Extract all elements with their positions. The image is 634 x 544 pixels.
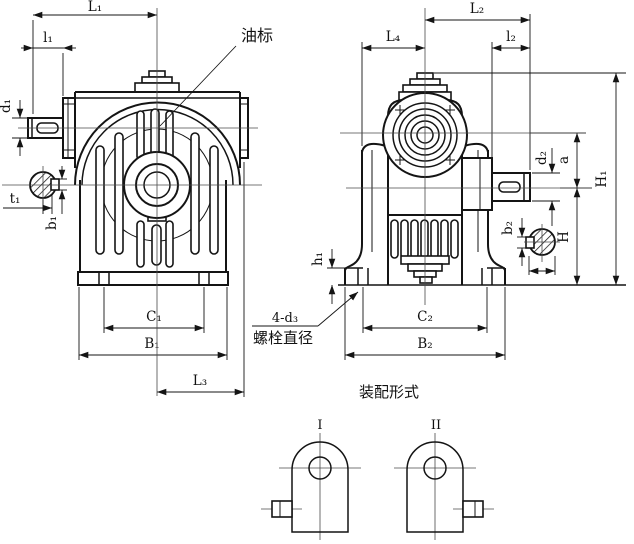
centerlines xyxy=(2,8,592,396)
assembly-1-bore xyxy=(308,456,332,480)
dim-label-l1: l₁ xyxy=(43,30,53,46)
dim-label-B2: B₂ xyxy=(417,336,432,352)
cover-bolt-marks xyxy=(395,105,455,165)
dim-label-L2: L₂ xyxy=(470,1,484,17)
dim-label-L3: L₃ xyxy=(193,373,207,389)
oil-gauge-label: 油标 xyxy=(241,26,273,45)
assembly-view-2-label: II xyxy=(431,418,441,433)
side-view-dimensions: L₂ L₄ l₂ H₁ a H d₂ xyxy=(252,1,626,360)
base-flange xyxy=(77,271,229,286)
dim-label-l2: l₂ xyxy=(506,29,516,45)
assembly-view-1: I xyxy=(261,418,361,540)
output-shaft-keyway xyxy=(498,181,521,193)
front-view-dimensions: L₁ l₁ d₁ t₁ b₁ xyxy=(0,0,273,397)
side-view-body xyxy=(338,72,626,286)
front-view-body xyxy=(27,70,249,286)
assembly-1-body xyxy=(291,441,349,533)
dim-label-C2: C₂ xyxy=(417,309,433,325)
dim-label-t1: t₁ xyxy=(10,191,21,207)
dim-label-b2: b₂ xyxy=(500,221,516,235)
dim-label-H: H xyxy=(556,231,572,243)
dim-label-C1: C₁ xyxy=(146,309,162,325)
front-view: L₁ l₁ d₁ t₁ b₁ xyxy=(0,0,273,397)
dim-label-B1: B₁ xyxy=(144,336,159,352)
assembly-view-1-label: I xyxy=(317,418,322,433)
bolt-callout-leader xyxy=(317,291,359,327)
bolt-callout-caption: 螺栓直径 xyxy=(253,329,313,347)
dim-label-d1: d₁ xyxy=(0,99,14,113)
bottom-fins xyxy=(388,214,462,259)
dim-label-L4: L₄ xyxy=(386,29,400,45)
assembly-1-shaft xyxy=(271,500,293,518)
assembly-2-shaft xyxy=(462,500,484,518)
dim-label-d2: d₂ xyxy=(534,151,550,165)
dim-label-b1: b₁ xyxy=(44,216,60,230)
oil-gauge-leader xyxy=(159,45,237,127)
dim-label-L1: L₁ xyxy=(88,0,102,15)
dim-label-h1: h₁ xyxy=(310,252,326,266)
output-key xyxy=(525,236,535,249)
assembly-title: 装配形式 xyxy=(359,383,419,401)
dim-label-a: a xyxy=(556,156,572,164)
bolt-callout-size: 4-d₃ xyxy=(272,311,298,326)
output-bearing-housing xyxy=(461,157,493,211)
assembly-2-body xyxy=(406,441,464,533)
assembly-2-bore xyxy=(423,456,447,480)
assembly-views: 装配形式 I II xyxy=(261,383,494,540)
input-key xyxy=(50,178,60,191)
side-view: L₂ L₄ l₂ H₁ a H d₂ xyxy=(252,1,626,360)
assembly-view-2: II xyxy=(394,418,494,540)
dim-label-H1: H₁ xyxy=(594,170,610,187)
